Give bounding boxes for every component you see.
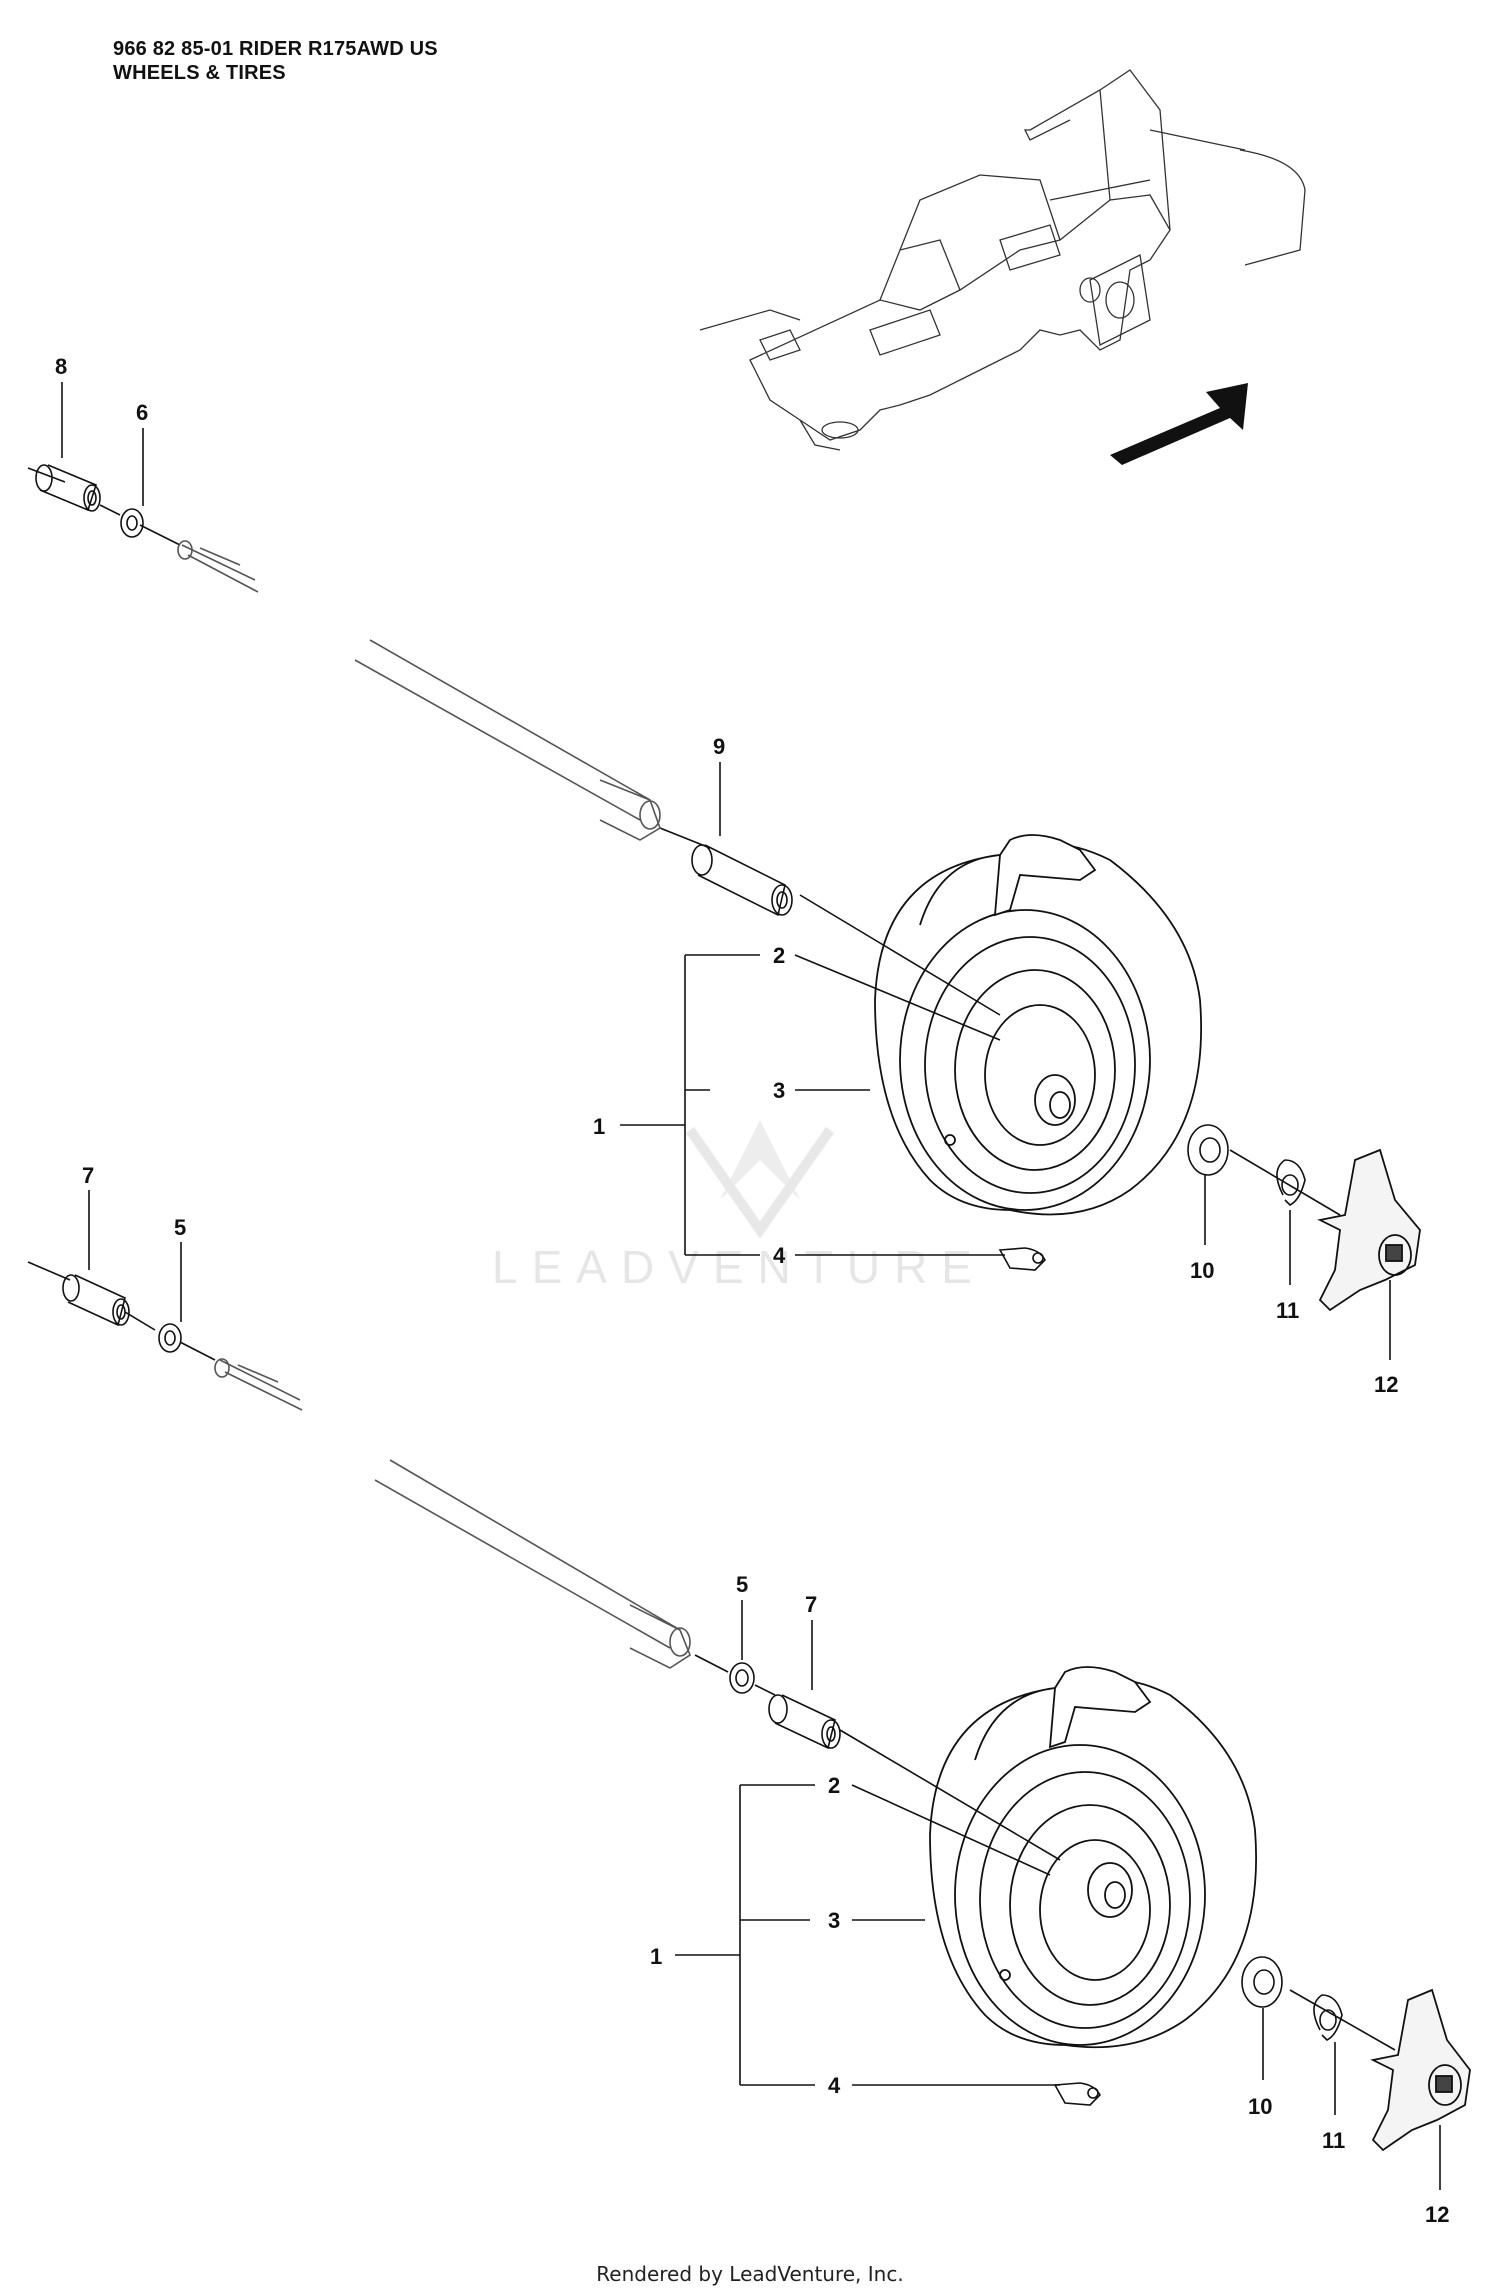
callout-4: 4 bbox=[828, 2073, 841, 2098]
callout-12: 12 bbox=[1374, 1372, 1398, 1397]
callout-3: 3 bbox=[773, 1078, 785, 1103]
wheel-tire-2-3 bbox=[929, 1666, 1257, 2049]
upper-axle-assembly: 8 6 9 2 3 1 4 10 11 12 bbox=[27, 354, 1421, 1397]
spacer-sleeve-8 bbox=[35, 464, 101, 512]
direction-arrow bbox=[1110, 383, 1248, 465]
washer-10 bbox=[1187, 1124, 1229, 1176]
e-clip-11 bbox=[1276, 1159, 1306, 1206]
e-clip-11 bbox=[1313, 1994, 1343, 2041]
hub-cap-12 bbox=[1370, 1988, 1471, 2152]
axle-shaft bbox=[374, 1459, 691, 1669]
washer-5 bbox=[729, 1662, 755, 1694]
axis-line bbox=[1289, 1989, 1396, 2051]
callout-6: 6 bbox=[136, 400, 148, 425]
footer-credit: Rendered by LeadVenture, Inc. bbox=[596, 2262, 904, 2286]
callout-8: 8 bbox=[55, 354, 67, 379]
hub-cap-12 bbox=[1317, 1148, 1421, 1312]
diagram-title: 966 82 85-01 RIDER R175AWD US bbox=[113, 38, 438, 60]
axis-line bbox=[694, 1654, 729, 1673]
leader-line bbox=[851, 1784, 1051, 1876]
wheel-tire-2-3 bbox=[874, 834, 1202, 1216]
callout-10: 10 bbox=[1190, 1258, 1214, 1283]
axle-shaft bbox=[354, 639, 661, 841]
axis-line bbox=[139, 524, 181, 546]
watermark-logo bbox=[685, 1120, 835, 1239]
callout-11: 11 bbox=[1322, 2128, 1345, 2153]
axle-shaft-end bbox=[214, 1358, 303, 1411]
axis-line bbox=[799, 894, 1001, 1016]
spacer-sleeve-9 bbox=[691, 844, 793, 917]
axis-line bbox=[27, 467, 66, 483]
callout-5: 5 bbox=[736, 1572, 748, 1597]
axis-line bbox=[99, 504, 121, 516]
spacer-sleeve-7 bbox=[768, 1694, 841, 1750]
spacer-sleeve-7 bbox=[62, 1274, 130, 1327]
diagram-subtitle: WHEELS & TIRES bbox=[113, 62, 286, 84]
callout-9: 9 bbox=[713, 734, 725, 759]
washer-5 bbox=[158, 1323, 182, 1353]
callout-5: 5 bbox=[174, 1215, 186, 1240]
callout-7: 7 bbox=[82, 1163, 94, 1188]
axis-line bbox=[1229, 1149, 1341, 1216]
callout-11: 11 bbox=[1276, 1298, 1299, 1323]
axis-line bbox=[754, 1684, 776, 1696]
callout-2: 2 bbox=[773, 943, 785, 968]
washer-10 bbox=[1241, 1956, 1283, 2008]
valve-stem-4 bbox=[1053, 2082, 1101, 2106]
callout-10: 10 bbox=[1248, 2094, 1272, 2119]
axis-line bbox=[27, 1261, 71, 1281]
leader-line bbox=[794, 954, 1001, 1041]
watermark-text: LEADVENTURE bbox=[492, 1241, 986, 1293]
axis-line bbox=[179, 1341, 216, 1361]
callout-2: 2 bbox=[828, 1773, 840, 1798]
axis-line bbox=[124, 1311, 156, 1331]
callout-7: 7 bbox=[805, 1592, 817, 1617]
axis-line bbox=[839, 1729, 1061, 1861]
callout-3: 3 bbox=[828, 1908, 840, 1933]
valve-stem-4 bbox=[998, 1247, 1046, 1271]
callout-4: 4 bbox=[773, 1243, 786, 1268]
callout-1: 1 bbox=[593, 1114, 605, 1139]
washer-6 bbox=[120, 508, 144, 538]
axle-shaft-end bbox=[177, 540, 259, 593]
callout-12: 12 bbox=[1425, 2202, 1449, 2227]
lower-axle-assembly: 7 5 5 7 2 3 1 4 10 11 12 bbox=[27, 1163, 1471, 2227]
callout-1: 1 bbox=[650, 1944, 662, 1969]
chassis-frame-illustration bbox=[699, 69, 1306, 451]
